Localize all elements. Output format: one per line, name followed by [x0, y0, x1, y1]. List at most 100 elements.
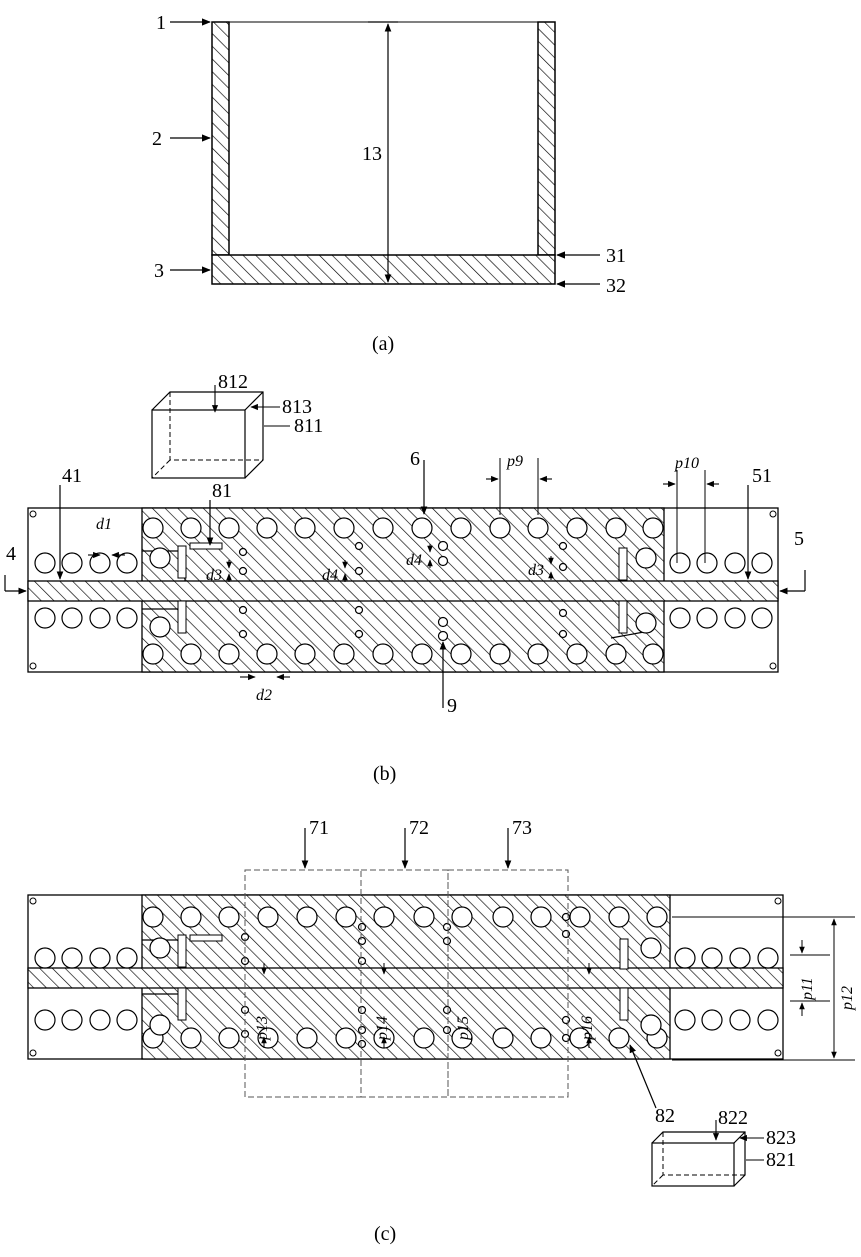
via-hole: [257, 518, 277, 538]
via-hole: [752, 553, 772, 573]
via-hole: [90, 1010, 110, 1030]
via-hole: [62, 1010, 82, 1030]
label-81: 81: [212, 480, 232, 502]
caption-b: (b): [373, 763, 396, 785]
dim-d2: d2: [256, 687, 272, 704]
dim-d1: d1: [96, 516, 112, 533]
right-wall: [538, 22, 555, 255]
via-hole: [150, 548, 170, 568]
via-hole: [90, 553, 110, 573]
via-hole: [295, 518, 315, 538]
via-hole: [297, 1028, 317, 1048]
via-hole: [636, 548, 656, 568]
label-2: 2: [152, 128, 162, 150]
via-hole: [117, 948, 137, 968]
via-hole: [150, 938, 170, 958]
dim-p12: p12: [839, 986, 856, 1011]
via-hole: [334, 644, 354, 664]
via-hole: [90, 948, 110, 968]
label-82: 82: [655, 1105, 675, 1127]
via-hole: [493, 1028, 513, 1048]
label-4: 4: [6, 543, 16, 565]
via-hole: [490, 644, 510, 664]
via-hole: [219, 1028, 239, 1048]
label-71: 71: [309, 817, 329, 839]
label-6: 6: [410, 448, 420, 470]
panel-c: 71 72 73 p13 p14 p15 p16 p11 p12 82: [28, 817, 856, 1245]
via-hole: [117, 553, 137, 573]
label-31: 31: [606, 245, 626, 267]
via-hole: [451, 518, 471, 538]
via-hole: [567, 644, 587, 664]
coupling-slot: [178, 546, 186, 578]
label-5: 5: [794, 528, 804, 550]
via-hole: [439, 632, 448, 641]
via-hole: [181, 1028, 201, 1048]
via-hole: [643, 518, 663, 538]
dim-d3-left: d3: [206, 567, 222, 584]
via-hole: [697, 553, 717, 573]
via-hole: [359, 1007, 366, 1014]
via-hole: [336, 907, 356, 927]
via-hole: [412, 518, 432, 538]
via-hole: [62, 948, 82, 968]
via-hole: [373, 518, 393, 538]
panel-b: 4 41 5 51 6 9 81 d1 d2 d3 d4 d4 d3: [5, 371, 805, 785]
via-hole: [62, 553, 82, 573]
via-hole: [334, 518, 354, 538]
via-hole: [444, 1007, 451, 1014]
via-hole: [451, 644, 471, 664]
via-hole: [567, 518, 587, 538]
via-hole: [439, 542, 448, 551]
via-hole: [725, 608, 745, 628]
via-hole: [439, 618, 448, 627]
box-821-3d: [652, 1132, 745, 1186]
label-72: 72: [409, 817, 429, 839]
via-hole: [702, 1010, 722, 1030]
label-821: 821: [766, 1149, 796, 1171]
label-1: 1: [156, 12, 166, 34]
via-hole: [240, 568, 247, 575]
via-hole: [439, 557, 448, 566]
via-hole: [356, 543, 363, 550]
via-hole: [730, 948, 750, 968]
via-hole: [35, 948, 55, 968]
via-hole: [219, 907, 239, 927]
panel-a: 13 1 2 3 31 32 (a): [152, 12, 626, 355]
via-hole: [240, 631, 247, 638]
label-9: 9: [447, 695, 457, 717]
via-hole: [528, 518, 548, 538]
via-hole: [758, 948, 778, 968]
label-812: 812: [218, 371, 248, 393]
via-hole: [670, 608, 690, 628]
dim-p11: p11: [799, 977, 816, 1001]
via-hole: [643, 644, 663, 664]
via-hole: [150, 1015, 170, 1035]
via-hole: [117, 608, 137, 628]
via-hole: [35, 553, 55, 573]
via-hole: [641, 1015, 661, 1035]
via-hole: [35, 1010, 55, 1030]
via-hole: [670, 553, 690, 573]
via-hole: [356, 631, 363, 638]
via-hole: [356, 607, 363, 614]
via-hole: [560, 610, 567, 617]
dim-p10: p10: [674, 455, 699, 472]
via-hole: [570, 907, 590, 927]
caption-a: (a): [372, 333, 394, 355]
via-hole: [240, 549, 247, 556]
label-811: 811: [294, 415, 323, 437]
via-hole: [560, 631, 567, 638]
via-hole: [444, 1027, 451, 1034]
label-41: 41: [62, 465, 82, 487]
via-hole: [359, 924, 366, 931]
via-hole: [531, 907, 551, 927]
via-hole: [90, 608, 110, 628]
via-hole: [181, 907, 201, 927]
via-hole: [258, 907, 278, 927]
via-hole: [412, 644, 432, 664]
via-hole: [414, 1028, 434, 1048]
via-hole: [297, 907, 317, 927]
via-hole: [609, 1028, 629, 1048]
